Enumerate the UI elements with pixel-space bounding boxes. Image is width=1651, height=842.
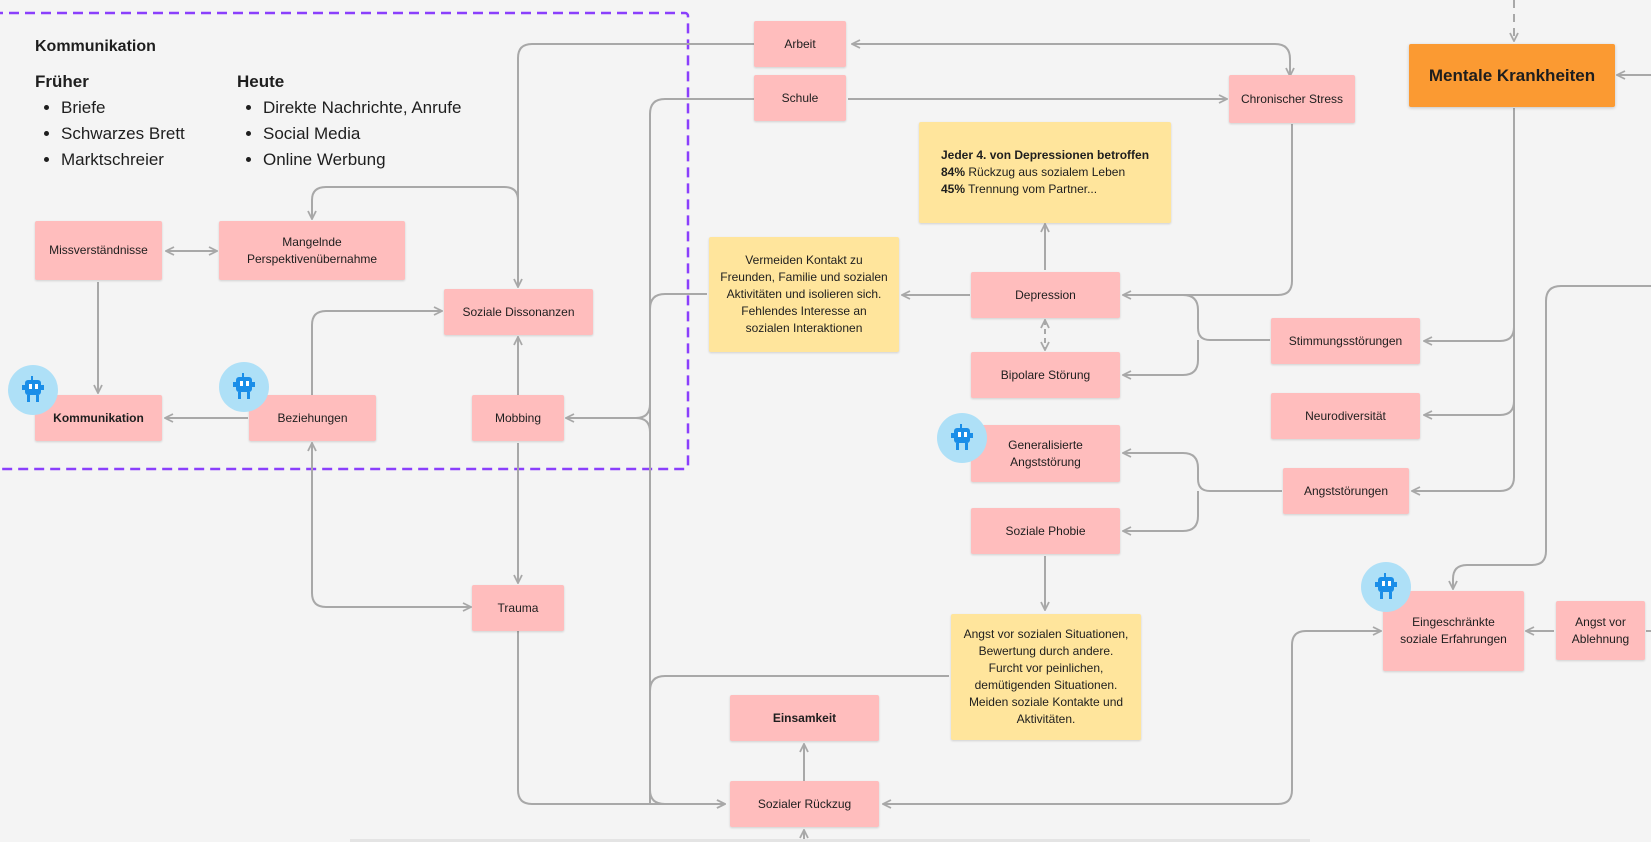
node-perspektive-line1: Mangelnde (282, 234, 342, 249)
communication-title: Kommunikation (35, 38, 156, 55)
vermeiden-line: Vermeiden Kontakt zu (745, 253, 863, 267)
node-eingeschraenkte-erfahrungen[interactable]: Eingeschränkte soziale Erfahrungen (1383, 591, 1524, 671)
node-arbeit[interactable]: Arbeit (754, 21, 846, 67)
stats-line2: 84% Rückzug aus sozialem Leben (941, 165, 1126, 179)
stats-line3: 45% Trennung vom Partner... (941, 182, 1098, 196)
connector-arbeit-dissonanzen (518, 43, 754, 287)
node-soziale-dissonanzen[interactable]: Soziale Dissonanzen (444, 289, 593, 335)
angst-sozial-line: Aktivitäten. (1016, 712, 1076, 726)
sticky-vermeiden-kontakt[interactable]: Vermeiden Kontakt zu Freunden, Familie u… (709, 237, 899, 352)
node-bipolare-stoerung[interactable]: Bipolare Störung (971, 352, 1120, 398)
node-eingeschraenkt-line2: soziale Erfahrungen (1400, 632, 1507, 646)
connector-stimmung-depression (1123, 294, 1270, 341)
node-schule[interactable]: Schule (754, 75, 846, 121)
vermeiden-line: Freunden, Familie und sozialen (720, 270, 888, 284)
node-ablehnung-line1: Angst vor (1575, 614, 1626, 629)
communication-heading: Kommunikation (35, 38, 156, 56)
present-item: Direkte Nachrichte, Anrufe (263, 95, 461, 121)
present-item: Social Media (263, 121, 461, 147)
robot-icon-graphic (233, 373, 255, 399)
angst-sozial-line: Furcht vor peinlichen, (988, 661, 1104, 675)
node-kommunikation[interactable]: Kommunikation (35, 395, 162, 441)
angst-sozial-line: demütigenden Situationen. (974, 678, 1118, 692)
node-ablehnung-line2: Ablehnung (1571, 631, 1630, 646)
node-beziehungen[interactable]: Beziehungen (249, 395, 376, 441)
connector-arbeit-stress (852, 44, 1290, 76)
node-angst-vor-ablehnung[interactable]: Angst vor Ablehnung (1556, 601, 1645, 660)
node-depression[interactable]: Depression (971, 272, 1120, 318)
connector-stimmung-bipolare (1123, 340, 1199, 375)
connector-mentale-stimmung (1424, 108, 1515, 341)
connector-stress-depression (1123, 124, 1293, 295)
connector-angst-phobie (1123, 491, 1199, 531)
node-trauma[interactable]: Trauma (472, 585, 564, 631)
node-mentale-krankheiten[interactable]: Mentale Krankheiten (1409, 44, 1615, 107)
connector-rueckzug-eingeschraenkt (883, 631, 1381, 804)
node-mobbing[interactable]: Mobbing (472, 395, 564, 441)
stats-line1: Jeder 4. von Depressionen betroffen (941, 148, 1150, 162)
connector-dissonanzen-perspektive (312, 186, 519, 219)
connector-mobbing-rueckzug (635, 417, 651, 676)
present-item: Online Werbung (263, 147, 461, 173)
past-item: Schwarzes Brett (61, 121, 185, 147)
node-gen-angst-line2: Angststörung (1010, 454, 1081, 469)
node-perspektive-line2: Perspektivenübernahme (246, 251, 378, 266)
node-soziale-phobie[interactable]: Soziale Phobie (971, 508, 1120, 554)
robot-icon-graphic (22, 376, 44, 402)
angst-sozial-line: Meiden soziale Kontakte und (968, 695, 1124, 709)
node-einsamkeit[interactable]: Einsamkeit (730, 695, 879, 741)
connector-right-eingeschraenkt (1453, 285, 1651, 589)
node-stimmungsstoerungen[interactable]: Stimmungsstörungen (1271, 318, 1420, 364)
node-mangelnde-perspektive[interactable]: Mangelnde Perspektivenübernahme (219, 221, 405, 280)
node-eingeschraenkt-line1: Eingeschränkte (1412, 615, 1495, 629)
sticky-angst-sozial[interactable]: Angst vor sozialen Situationen, Bewertun… (951, 614, 1141, 740)
node-chronischer-stress[interactable]: Chronischer Stress (1229, 75, 1355, 123)
robot-avatar-icon[interactable] (937, 413, 987, 463)
node-angststoerungen[interactable]: Angststörungen (1283, 468, 1409, 514)
connector-mentale-angst (1412, 401, 1515, 491)
past-item: Marktschreier (61, 147, 185, 173)
robot-avatar-icon[interactable] (219, 362, 269, 412)
connector-trauma-beziehungen (312, 443, 471, 607)
past-item: Briefe (61, 95, 185, 121)
connector-vermeiden-mobbing (566, 293, 707, 418)
communication-past-column: Früher Briefe Schwarzes Brett Marktschre… (35, 72, 185, 173)
past-list: Briefe Schwarzes Brett Marktschreier (35, 95, 185, 173)
node-neurodiversitaet[interactable]: Neurodiversität (1271, 393, 1420, 439)
communication-present-column: Heute Direkte Nachrichte, Anrufe Social … (237, 72, 461, 173)
connector-angst-rueckzug (649, 675, 949, 804)
angst-sozial-line: Bewertung durch andere. (978, 644, 1114, 658)
connector-angst-generalisiert (1123, 453, 1282, 492)
node-missverstaendnisse[interactable]: Missverständnisse (35, 221, 162, 280)
vermeiden-line: sozialen Interaktionen (745, 321, 863, 335)
connector-beziehungen-dissonanzen (311, 311, 442, 395)
robot-avatar-icon[interactable] (1361, 562, 1411, 612)
present-list: Direkte Nachrichte, Anrufe Social Media … (237, 95, 461, 173)
robot-avatar-icon[interactable] (8, 365, 58, 415)
node-generalisierte-angststoerung[interactable]: Generalisierte Angststörung (971, 425, 1120, 482)
vermeiden-line: Aktivitäten und isolieren sich. (726, 287, 882, 301)
sticky-depression-stats[interactable]: Jeder 4. von Depressionen betroffen 84% … (919, 122, 1171, 223)
vermeiden-line: Fehlendes Interesse an (741, 304, 867, 318)
robot-icon-graphic (1375, 573, 1397, 599)
section-bottom-edge (350, 839, 1310, 842)
connector-trauma-rueckzug (517, 631, 725, 804)
angst-sozial-line: Angst vor sozialen Situationen, (963, 627, 1129, 641)
node-sozialer-rueckzug[interactable]: Sozialer Rückzug (730, 781, 879, 827)
robot-icon-graphic (951, 424, 973, 450)
past-heading: Früher (35, 72, 89, 91)
node-gen-angst-line1: Generalisierte (1008, 437, 1083, 452)
present-heading: Heute (237, 72, 285, 91)
